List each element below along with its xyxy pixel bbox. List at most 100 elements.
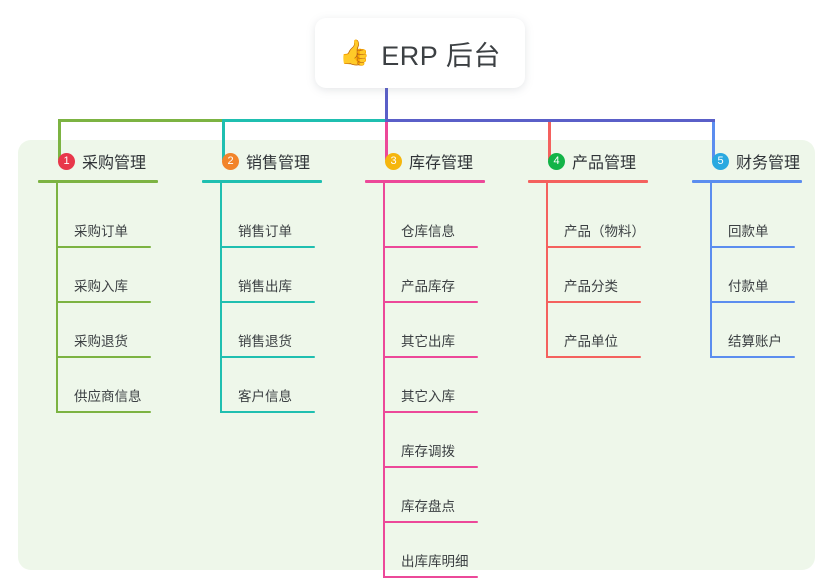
branch-number-badge: 4	[548, 152, 565, 170]
branch-item[interactable]: 客户信息	[220, 358, 352, 413]
branch-item[interactable]: 销售退货	[220, 303, 352, 358]
branch-underline	[38, 180, 158, 183]
branch-item[interactable]: 结算账户	[710, 303, 832, 358]
branch-item-label: 销售出库	[238, 279, 292, 294]
branch-item-label: 供应商信息	[74, 389, 142, 404]
branch-item-label: 产品分类	[564, 279, 618, 294]
branch-item[interactable]: 仓库信息	[383, 193, 515, 248]
branch-item-label: 采购退货	[74, 334, 128, 349]
branch-items: 回款单付款单结算账户	[710, 183, 832, 358]
branch-item-label: 产品单位	[564, 334, 618, 349]
thumbs-up-icon: 👍	[339, 38, 371, 67]
branch-item-underline	[546, 246, 641, 248]
branch-spine	[56, 183, 58, 413]
branch-item-label: 库存调拨	[401, 444, 455, 459]
root-title: ERP 后台	[381, 40, 501, 71]
branch-1: 1 采购管理采购订单采购入库采购退货供应商信息	[38, 148, 188, 413]
branch-item-underline	[383, 356, 478, 358]
branch-item-underline	[383, 576, 478, 578]
branch-underline	[202, 180, 322, 183]
branch-item[interactable]: 其它入库	[383, 358, 515, 413]
branch-item[interactable]: 产品（物料）	[546, 193, 678, 248]
branch-item-underline	[220, 356, 315, 358]
branch-underline	[365, 180, 485, 183]
branch-underline	[528, 180, 648, 183]
branch-spine	[546, 183, 548, 358]
branch-item[interactable]: 库存调拨	[383, 413, 515, 468]
connector-bus-segment-1	[58, 119, 222, 122]
branch-item[interactable]: 其它出库	[383, 303, 515, 358]
branches-panel	[18, 140, 815, 570]
branch-item[interactable]: 采购入库	[56, 248, 188, 303]
branch-item[interactable]: 供应商信息	[56, 358, 188, 413]
branch-item-label: 库存盘点	[401, 499, 455, 514]
branch-item[interactable]: 产品单位	[546, 303, 678, 358]
branch-item[interactable]: 采购退货	[56, 303, 188, 358]
branch-item[interactable]: 库存盘点	[383, 468, 515, 523]
branch-header-3[interactable]: 3 库存管理	[365, 148, 515, 174]
branch-header-1[interactable]: 1 采购管理	[38, 148, 188, 174]
connector-bus-segment-2	[222, 119, 385, 122]
branch-item-label: 产品（物料）	[564, 224, 645, 239]
branch-item-label: 出库库明细	[401, 554, 469, 569]
connector-root-stem	[385, 84, 388, 122]
branch-header-5[interactable]: 5 财务管理	[692, 148, 832, 174]
branch-spine	[383, 183, 385, 578]
branch-3: 3 库存管理仓库信息产品库存其它出库其它入库库存调拨库存盘点出库库明细	[365, 148, 515, 578]
branch-label: 采购管理	[82, 155, 147, 172]
branch-item[interactable]: 销售出库	[220, 248, 352, 303]
branch-item-underline	[56, 356, 151, 358]
branch-item[interactable]: 采购订单	[56, 193, 188, 248]
branch-items: 销售订单销售出库销售退货客户信息	[220, 183, 352, 413]
branch-items: 采购订单采购入库采购退货供应商信息	[56, 183, 188, 413]
branch-header-4[interactable]: 4 产品管理	[528, 148, 678, 174]
branch-item-label: 采购入库	[74, 279, 128, 294]
branch-item-underline	[546, 356, 641, 358]
root-node[interactable]: 👍 ERP 后台	[315, 18, 525, 88]
connector-drop-4	[548, 119, 551, 160]
branch-item-underline	[383, 411, 478, 413]
connector-drop-3	[385, 119, 388, 160]
branch-item[interactable]: 付款单	[710, 248, 832, 303]
branch-number-badge: 2	[222, 152, 239, 170]
branch-underline	[692, 180, 802, 183]
branch-spine	[710, 183, 712, 358]
branch-item-label: 客户信息	[238, 389, 292, 404]
branch-item[interactable]: 出库库明细	[383, 523, 515, 578]
branch-4: 4 产品管理产品（物料） 产品分类产品单位	[528, 148, 678, 358]
branch-item-underline	[56, 301, 151, 303]
branch-spine	[220, 183, 222, 413]
branch-item-underline	[220, 246, 315, 248]
branch-item[interactable]: 产品库存	[383, 248, 515, 303]
branch-number-badge: 1	[58, 152, 75, 170]
branch-5: 5 财务管理回款单付款单结算账户	[692, 148, 832, 358]
connector-drop-5	[712, 119, 715, 160]
branch-item-label: 结算账户	[728, 334, 782, 349]
branch-item-underline	[383, 521, 478, 523]
branch-item-underline	[220, 411, 315, 413]
branch-items: 产品（物料） 产品分类产品单位	[546, 183, 678, 358]
branch-item-label: 采购订单	[74, 224, 128, 239]
branch-item-underline	[383, 301, 478, 303]
branch-item-underline	[710, 356, 795, 358]
branch-number-badge: 3	[385, 152, 402, 170]
branch-item-label: 其它出库	[401, 334, 455, 349]
branch-label: 库存管理	[409, 155, 474, 172]
branch-label: 财务管理	[736, 155, 801, 172]
branch-number-badge: 5	[712, 152, 729, 170]
branch-item-underline	[710, 301, 795, 303]
branch-item[interactable]: 销售订单	[220, 193, 352, 248]
branch-label: 产品管理	[572, 155, 637, 172]
branch-item-label: 回款单	[728, 224, 769, 239]
branch-item-underline	[710, 246, 795, 248]
branch-item-underline	[56, 246, 151, 248]
branch-item-label: 销售退货	[238, 334, 292, 349]
branch-item-label: 其它入库	[401, 389, 455, 404]
branch-item[interactable]: 产品分类	[546, 248, 678, 303]
branch-item[interactable]: 回款单	[710, 193, 832, 248]
branch-item-label: 销售订单	[238, 224, 292, 239]
branch-item-label: 付款单	[728, 279, 769, 294]
